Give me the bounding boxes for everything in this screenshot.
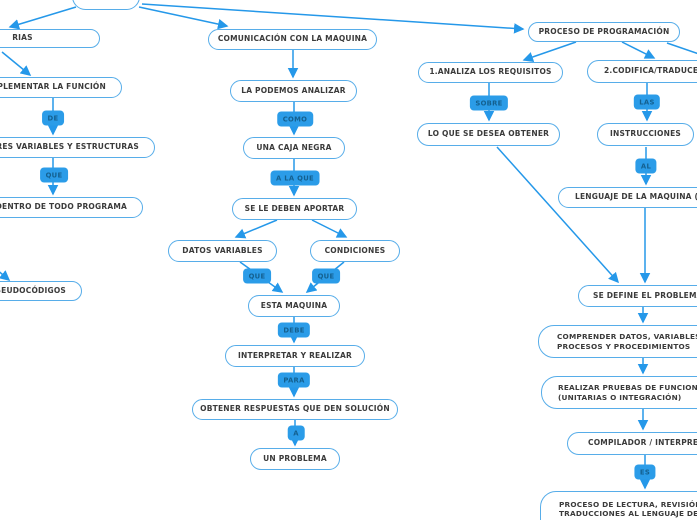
concept-label-line: COMPRENDER DATOS, VARIABLES,	[557, 332, 697, 341]
concept-instrucciones[interactable]: INSTRUCCIONES	[597, 123, 694, 146]
concept-label-line: REALIZAR PRUEBAS DE FUNCIONAM	[558, 383, 697, 392]
link-label-a[interactable]: A	[287, 425, 305, 441]
concept-proceso-lectura[interactable]: PROCESO DE LECTURA, REVISIÓN Y TRADUCCIO…	[540, 491, 697, 520]
concept-lo-que-se-desea-obtener[interactable]: LO QUE SE DESEA OBTENER	[417, 123, 560, 146]
link-label-las[interactable]: LAS	[633, 94, 661, 110]
connector	[311, 219, 348, 238]
concept-librerias[interactable]: RIAS	[0, 29, 100, 48]
concept-la-podemos-analizar[interactable]: LA PODEMOS ANALIZAR	[230, 80, 357, 102]
concept-label-line: (UNITARIAS O INTEGRACIÓN)	[558, 392, 682, 402]
connector	[1, 51, 32, 76]
concept-lenguaje-maquina[interactable]: LENGUAJE DE LA MAQUINA (1	[558, 187, 697, 208]
link-label-es[interactable]: ES	[634, 464, 656, 480]
concept-implementar-funcion[interactable]: MPLEMENTAR LA FUNCIÓN	[0, 77, 122, 98]
link-label-que-datos[interactable]: QUE	[243, 268, 271, 284]
connector	[141, 3, 525, 34]
link-label-al[interactable]: AL	[635, 158, 657, 174]
concept-compilador-interprete[interactable]: COMPILADOR / INTERPRETE	[567, 432, 697, 455]
link-label-que[interactable]: QUE	[40, 167, 68, 183]
concept-obtener-respuestas[interactable]: OBTENER RESPUESTAS QUE DEN SOLUCIÓN	[192, 399, 398, 420]
concept-dentro-de-todo-programa[interactable]: AN DENTRO DE TODO PROGRAMA	[0, 197, 143, 218]
concept-se-le-deben-aportar[interactable]: SE LE DEBEN APORTAR	[232, 198, 357, 220]
link-label-a-la-que[interactable]: A LA QUE	[270, 170, 320, 186]
link-label-sobre[interactable]: SOBRE	[469, 95, 509, 111]
concept-codifica-traduce[interactable]: 2.CODIFICA/TRADUCE	[587, 60, 697, 83]
concept-una-caja-negra[interactable]: UNA CAJA NEGRA	[243, 137, 345, 159]
connector	[666, 42, 697, 55]
connector	[8, 6, 77, 30]
concept-label-line: PROCESOS Y PROCEDIMIENTOS	[557, 341, 691, 351]
concept-esta-maquina[interactable]: ESTA MAQUINA	[248, 295, 340, 317]
connector	[234, 219, 278, 239]
concept-label-line: MAQUINA	[559, 519, 600, 520]
concept-analiza-requisitos[interactable]: 1.ANALIZA LOS REQUISITOS	[418, 62, 563, 83]
connector	[522, 41, 577, 63]
connector	[0, 270, 11, 281]
connector	[496, 146, 620, 284]
concept-interpretar-realizar[interactable]: INTERPRETAR Y REALIZAR	[225, 345, 365, 367]
link-label-como[interactable]: COMO	[277, 111, 313, 127]
concept-label-line: PROCESO DE LECTURA, REVISIÓN Y	[559, 499, 697, 509]
connector	[621, 41, 656, 59]
concept-comprender-datos[interactable]: COMPRENDER DATOS, VARIABLES, PROCESOS Y …	[538, 325, 697, 358]
link-label-debe[interactable]: DEBE	[277, 322, 311, 338]
concept-un-problema[interactable]: UN PROBLEMA	[250, 448, 340, 470]
concept-se-define-el-problema[interactable]: SE DEFINE EL PROBLEMA	[578, 285, 697, 307]
concept-operadores-variables[interactable]: ORES VARIABLES Y ESTRUCTURAS	[0, 137, 155, 158]
link-label-para[interactable]: PARA	[277, 372, 311, 388]
concept-label-line: TRADUCCIONES AL LENGUAJE DE L	[559, 509, 697, 519]
concept-proceso-programacion[interactable]: PROCESO DE PROGRAMACIÓN	[528, 22, 680, 42]
link-label-de[interactable]: DE	[42, 110, 64, 126]
concept-realizar-pruebas[interactable]: REALIZAR PRUEBAS DE FUNCIONAM (UNITARIAS…	[541, 376, 697, 409]
concept-datos-variables[interactable]: DATOS VARIABLES	[168, 240, 277, 262]
concept-condiciones[interactable]: CONDICIONES	[310, 240, 400, 262]
concept-root[interactable]: JIBO?	[72, 0, 140, 10]
link-label-que-condiciones[interactable]: QUE	[312, 268, 340, 284]
concept-comunicacion-maquina[interactable]: COMUNICACIÓN CON LA MAQUINA	[208, 29, 377, 50]
connector	[138, 6, 229, 30]
concept-seudocodigos[interactable]: SEUDOCÓDIGOS	[0, 281, 82, 301]
